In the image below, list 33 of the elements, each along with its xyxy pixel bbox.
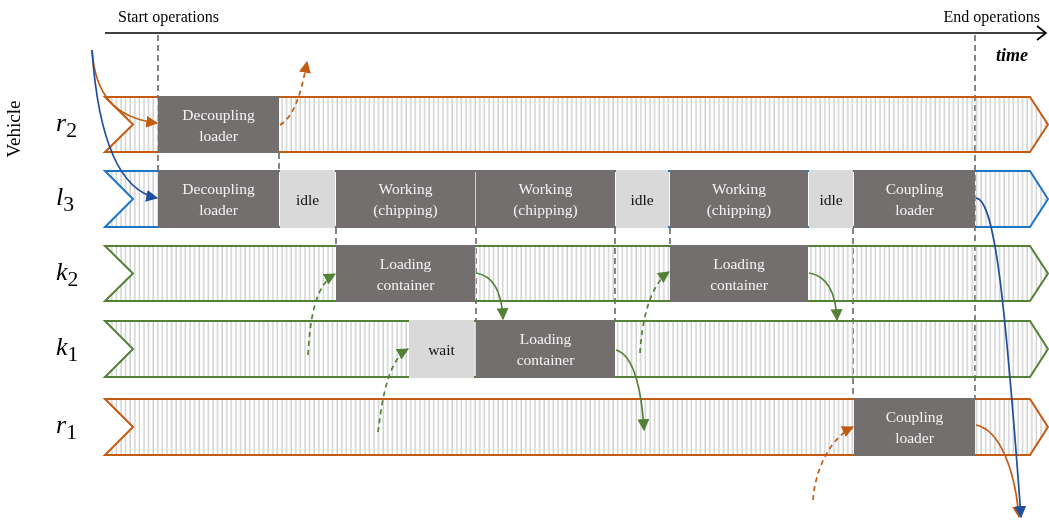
idle-block: idle: [616, 170, 668, 228]
lane-label: k$_{1}$: [56, 333, 79, 369]
task-block: Working (chipping): [670, 170, 808, 228]
arrow: [812, 426, 855, 501]
task-block: Coupling loader: [854, 398, 975, 456]
arrow: [279, 60, 311, 126]
idle-block: idle: [280, 170, 335, 228]
end-label: End operations: [943, 8, 1040, 26]
arrow: [615, 349, 650, 432]
task-block: Working (chipping): [476, 170, 615, 228]
arrow: [475, 272, 509, 321]
lane-label: l$_{3}$: [56, 183, 75, 219]
lane-label: r$_{2}$: [56, 108, 77, 144]
axis-label: time: [996, 45, 1028, 66]
task-block: Decoupling loader: [158, 96, 279, 153]
task-block: Coupling loader: [854, 170, 975, 228]
task-block: Working (chipping): [336, 170, 475, 228]
arrow: [377, 348, 409, 433]
axis-label: Vehicle: [3, 100, 26, 158]
idle-block: idle: [809, 170, 853, 228]
start-label: Start operations: [118, 8, 219, 26]
arrow: [975, 197, 1027, 519]
arrow: [639, 271, 670, 354]
lane-label: r$_{1}$: [56, 411, 77, 447]
task-block: Loading container: [670, 245, 808, 302]
task-block: Decoupling loader: [158, 170, 279, 228]
task-block: Loading container: [476, 320, 615, 378]
lane-label: k$_{2}$: [56, 257, 79, 293]
task-block: Loading container: [336, 245, 475, 302]
arrow: [808, 272, 843, 322]
idle-block: wait: [409, 320, 474, 378]
arrow: [307, 273, 336, 356]
arrow: [91, 49, 159, 201]
